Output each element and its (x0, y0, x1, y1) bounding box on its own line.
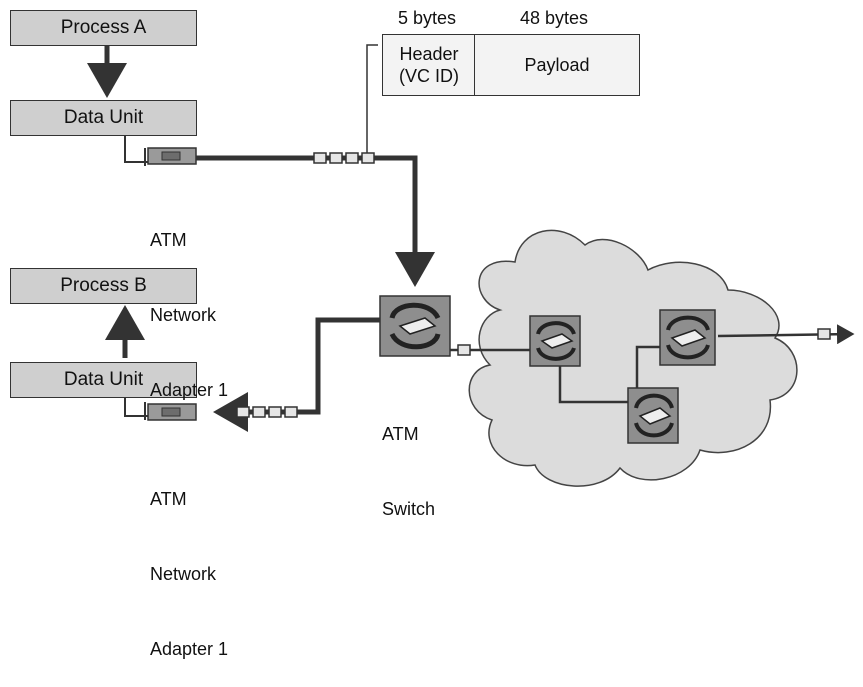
cell (361, 152, 375, 164)
data-unit-bottom-label: Data Unit (63, 369, 144, 390)
adapter-top-chip (161, 151, 181, 161)
cloud-switch-3 (627, 387, 679, 444)
data-unit-top-box: Data Unit (10, 100, 197, 136)
cell (313, 152, 327, 164)
switch-device-icon (398, 317, 437, 335)
atm-network-cloud (468, 229, 798, 487)
cell-stream-top (313, 152, 375, 164)
cloud-link-1 (558, 360, 628, 404)
cell-stream-bottom (236, 406, 298, 418)
cell-payload-label: Payload (524, 55, 590, 75)
adapter-bottom-line-1: ATM (150, 489, 187, 509)
adapter-bottom-line-2: Network (150, 564, 217, 584)
cell (252, 406, 266, 418)
switch-device-icon (638, 407, 672, 425)
link-switch-to-adapter-bottom (213, 317, 380, 432)
cell (268, 406, 282, 418)
data-unit-top-label: Data Unit (63, 107, 144, 128)
link-data-unit-to-adapter-bottom (124, 398, 148, 417)
cloud-link-2 (635, 345, 665, 392)
process-a-box: Process A (10, 10, 197, 46)
switch-swirl-icon (536, 321, 576, 361)
cell (236, 406, 250, 418)
link-data-unit-to-adapter-top (124, 136, 148, 163)
header-size-label: 5 bytes (398, 8, 457, 28)
switch-swirl-icon (389, 302, 441, 350)
process-b-box: Process B (10, 268, 197, 304)
cell-format-bracket (366, 44, 378, 153)
adapter-bottom-line-3: Adapter 1 (150, 639, 229, 659)
switch-device-icon (670, 329, 707, 347)
cloud-switch-2 (659, 309, 716, 366)
cell (457, 344, 471, 356)
atm-diagram (87, 44, 855, 487)
process-a-label: Process A (60, 17, 147, 38)
adapter-top-line-1: ATM (150, 230, 187, 250)
cell (284, 406, 298, 418)
atm-switch-line-2: Switch (382, 499, 436, 519)
cell (345, 152, 359, 164)
cloud-switch-1 (529, 315, 581, 367)
payload-size-label: 48 bytes (520, 8, 589, 28)
adapter-top-label: ATM Network Adapter 1 (150, 178, 228, 428)
cell (329, 152, 343, 164)
adapter-bottom-label: ATM Network Adapter 1 (150, 437, 228, 687)
cell-payload-box: Payload (474, 34, 640, 96)
switch-device-icon (540, 333, 574, 349)
switch-swirl-icon (666, 315, 710, 360)
link-adapter-top-to-switch (196, 155, 435, 287)
process-b-label: Process B (60, 275, 147, 296)
cell (817, 328, 831, 340)
cell-header-box: Header (VC ID) (382, 34, 476, 96)
cell-header-line-2: (VC ID) (399, 66, 459, 86)
atm-switch-label: ATM Switch (382, 372, 435, 547)
adapter-top-line-2: Network (150, 305, 217, 325)
data-unit-bottom-box: Data Unit (10, 362, 197, 398)
cell-header-line-1: Header (399, 44, 459, 64)
adapter-bottom-chip (161, 407, 181, 417)
adapter-top-line-3: Adapter 1 (150, 380, 229, 400)
atm-switch-main (379, 295, 451, 357)
switch-swirl-icon (634, 393, 674, 438)
atm-switch-line-1: ATM (382, 424, 419, 444)
